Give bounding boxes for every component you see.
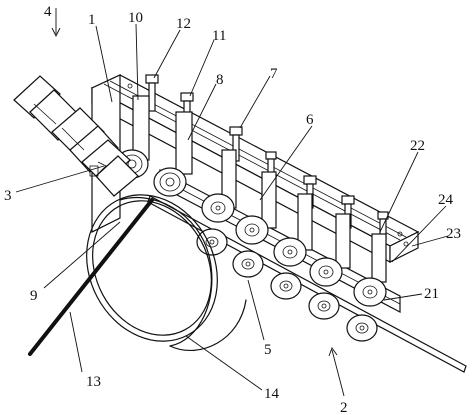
- label-7: 7: [270, 66, 278, 82]
- drive-motor: [13, 75, 139, 197]
- label-11: 11: [212, 28, 226, 44]
- label-22: 22: [410, 138, 425, 154]
- label-2: 2: [340, 400, 348, 415]
- bottom-rollers: [196, 228, 378, 342]
- coil-ring: [86, 194, 247, 351]
- label-24: 24: [438, 192, 454, 208]
- label-4: 4: [44, 4, 52, 20]
- label-6: 6: [306, 112, 314, 128]
- feed-wire: [28, 198, 154, 356]
- top-rollers: [201, 193, 387, 307]
- label-12: 12: [176, 16, 191, 32]
- leader-lines: [15, 8, 449, 397]
- label-10: 10: [128, 10, 143, 26]
- label-14: 14: [264, 386, 280, 402]
- part-labels: 4 1 10 12 11 8 7 6 3 9 13 14 5 2 21 22 2…: [4, 4, 461, 415]
- label-13: 13: [86, 374, 101, 390]
- label-23: 23: [446, 226, 461, 242]
- label-8: 8: [216, 72, 224, 88]
- label-3: 3: [4, 188, 12, 204]
- label-5: 5: [264, 342, 272, 358]
- label-21: 21: [424, 286, 439, 302]
- wire: [147, 195, 467, 373]
- slider-blocks: [132, 95, 387, 283]
- label-1: 1: [88, 12, 96, 28]
- label-9: 9: [30, 288, 38, 304]
